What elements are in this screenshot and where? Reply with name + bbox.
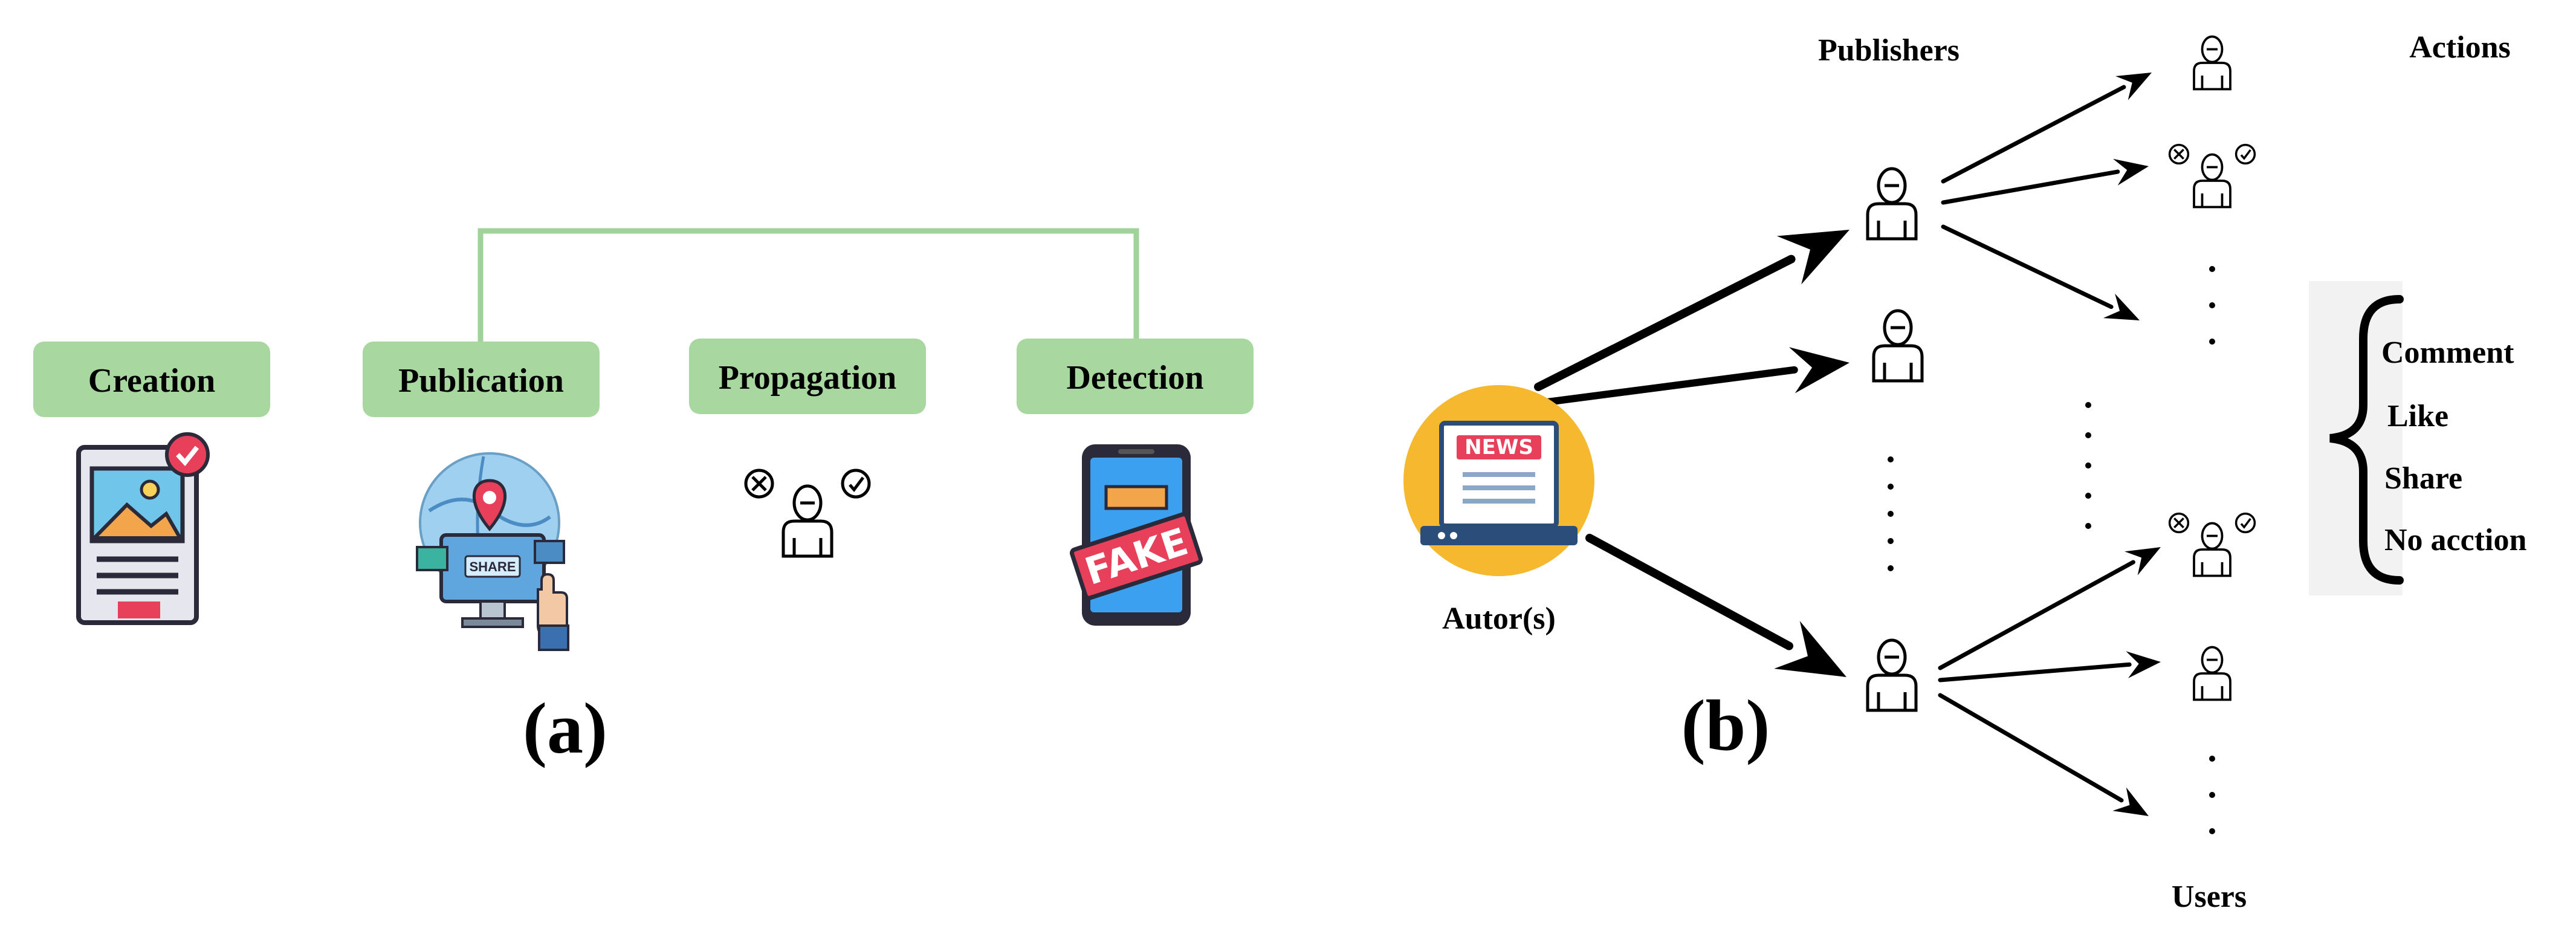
publisher-node-3 bbox=[1868, 640, 1916, 710]
panel-a-label: (a) bbox=[523, 688, 607, 768]
arrow-author-to-publisher-1 bbox=[1534, 230, 1849, 391]
arrow-publisher-1-to-user-2 bbox=[1941, 158, 2149, 205]
stage-detection: Detection bbox=[1017, 339, 1254, 414]
actions-brace-background bbox=[2309, 281, 2403, 595]
panel-a: Creation Publication Propagation Detecti… bbox=[33, 228, 1254, 768]
user-node-3 bbox=[2168, 512, 2256, 576]
arrow-author-to-publisher-2 bbox=[1544, 347, 1849, 406]
stage-label-publication: Publication bbox=[398, 362, 564, 400]
stage-propagation: Propagation bbox=[689, 339, 926, 414]
arrow-author-to-publisher-3 bbox=[1585, 534, 1846, 677]
users-ellipsis-bottom bbox=[2209, 756, 2215, 834]
publisher-node-1 bbox=[1868, 169, 1916, 239]
user-decision-icon bbox=[746, 470, 869, 556]
users-ellipsis-top bbox=[2209, 266, 2215, 345]
news-badge-text: NEWS bbox=[1464, 435, 1533, 459]
user-node-1 bbox=[2194, 37, 2230, 89]
action-share: Share bbox=[2384, 461, 2462, 496]
panel-b-label: (b) bbox=[1681, 685, 1770, 765]
arrow-publisher-1-to-ellipsis bbox=[1941, 224, 2140, 320]
action-like: Like bbox=[2387, 399, 2448, 433]
publishers-label: Publishers bbox=[1818, 33, 1960, 68]
actions-label: Actions bbox=[2409, 30, 2511, 65]
user-node-4 bbox=[2194, 647, 2230, 700]
publisher-node-2 bbox=[1874, 311, 1922, 381]
document-image-check-icon bbox=[76, 432, 210, 625]
propagation-arrows bbox=[1534, 73, 2161, 816]
stage-creation: Creation bbox=[33, 342, 270, 417]
stage-publication: Publication bbox=[363, 342, 600, 417]
stage-label-propagation: Propagation bbox=[719, 359, 897, 397]
arrow-publisher-3-to-user-4 bbox=[1938, 651, 2161, 682]
arrow-publisher-3-to-user-3 bbox=[1938, 547, 2161, 670]
users-label: Users bbox=[2172, 880, 2247, 914]
globe-share-monitor-icon: SHARE bbox=[416, 452, 569, 651]
arrow-publisher-1-to-user-1 bbox=[1941, 73, 2152, 184]
panel-b: Publishers Actions NEWS Autor(s) bbox=[1403, 30, 2526, 914]
middle-ellipsis bbox=[2085, 402, 2091, 529]
arrow-publisher-3-to-ellipsis bbox=[1938, 693, 2149, 816]
stage-label-creation: Creation bbox=[88, 362, 216, 400]
phone-fake-stamp-icon: FAKE bbox=[1069, 444, 1203, 626]
user-node-2 bbox=[2168, 143, 2256, 207]
action-no-action: No acction bbox=[2384, 523, 2526, 557]
share-button-text: SHARE bbox=[469, 559, 516, 574]
author-label: Autor(s) bbox=[1442, 601, 1556, 636]
actions-brace bbox=[2329, 295, 2404, 585]
publication-detection-connector bbox=[477, 228, 1139, 345]
news-author-icon: NEWS bbox=[1403, 385, 1594, 576]
action-comment: Comment bbox=[2381, 336, 2514, 370]
publishers-ellipsis bbox=[1888, 456, 1894, 571]
stage-label-detection: Detection bbox=[1066, 359, 1203, 397]
